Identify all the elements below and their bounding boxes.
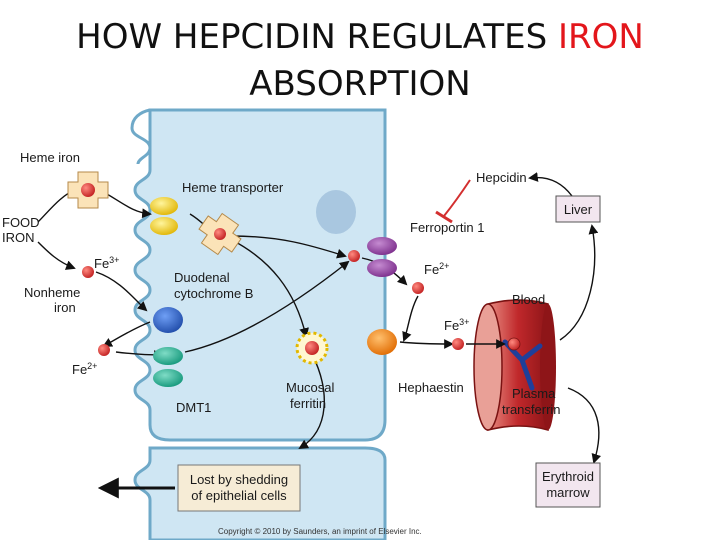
title-part2: ABSORPTION [249,64,471,104]
label-heme-iron: Heme iron [20,150,80,165]
label-food-iron-2: IRON [2,230,35,245]
hepcidin-inhibition [435,179,471,224]
dmt1-protein [153,347,183,387]
label-ferroportin: Ferroportin 1 [410,220,484,235]
label-erythroid-1: Erythroid [542,469,594,484]
blood-vessel [473,299,556,431]
label-liver: Liver [564,202,593,217]
label-shed-2: of epithelial cells [191,488,287,503]
heme-transporter-protein [150,197,178,235]
ferroportin-protein [367,237,397,277]
label-plasma-1: Plasma [512,386,556,401]
label-dmt1: DMT1 [176,400,211,415]
copyright-notice: Copyright © 2010 by Saunders, an imprint… [218,527,422,536]
label-blood: Blood [512,292,545,307]
label-hephaestin: Hephaestin [398,380,464,395]
label-fe3-left: Fe3+ [94,255,119,271]
mucosal-ferritin-complex [295,331,329,365]
label-nonheme-2: iron [54,300,76,315]
label-heme-transporter: Heme transporter [182,180,284,195]
fe2-iron-left [98,344,110,356]
shedding-box [177,464,301,512]
erythroid-marrow-box [535,462,601,508]
label-mucosal-2: ferritin [290,396,326,411]
heme-inside-cell [198,212,242,256]
epithelial-cell-upper [133,108,387,442]
label-plasma-2: transferrin [502,402,561,417]
liver-box [555,195,601,223]
fe-iron-cytosol [348,250,360,262]
heme-iron-molecule [67,171,109,209]
label-fe2-left: Fe2+ [72,361,97,377]
label-duodenal-1: Duodenal [174,270,230,285]
fe2-iron-right [412,282,424,294]
label-food-iron-1: FOOD [2,215,40,230]
label-fe3-right: Fe3+ [444,317,469,333]
fe3-iron-right [452,338,464,350]
duodenal-cytochrome-b-protein [153,307,183,333]
label-erythroid-2: marrow [546,485,590,500]
label-fe2-right: Fe2+ [424,261,449,277]
hephaestin-protein [367,329,397,355]
title-highlight: IRON [557,17,644,57]
label-mucosal-1: Mucosal [286,380,335,395]
label-duodenal-2: cytochrome B [174,286,253,301]
iron-absorption-diagram: Heme iron FOOD IRON Fe3+ Nonheme iron Fe… [2,108,602,540]
title-part1: HOW HEPCIDIN REGULATES [76,17,558,57]
slide-title: HOW HEPCIDIN REGULATES IRON ABSORPTION [0,14,720,108]
fe3-iron-left [82,266,94,278]
label-nonheme-1: Nonheme [24,285,80,300]
cell-nucleus [316,190,356,234]
label-shed-1: Lost by shedding [190,472,288,487]
label-hepcidin: Hepcidin [476,170,527,185]
